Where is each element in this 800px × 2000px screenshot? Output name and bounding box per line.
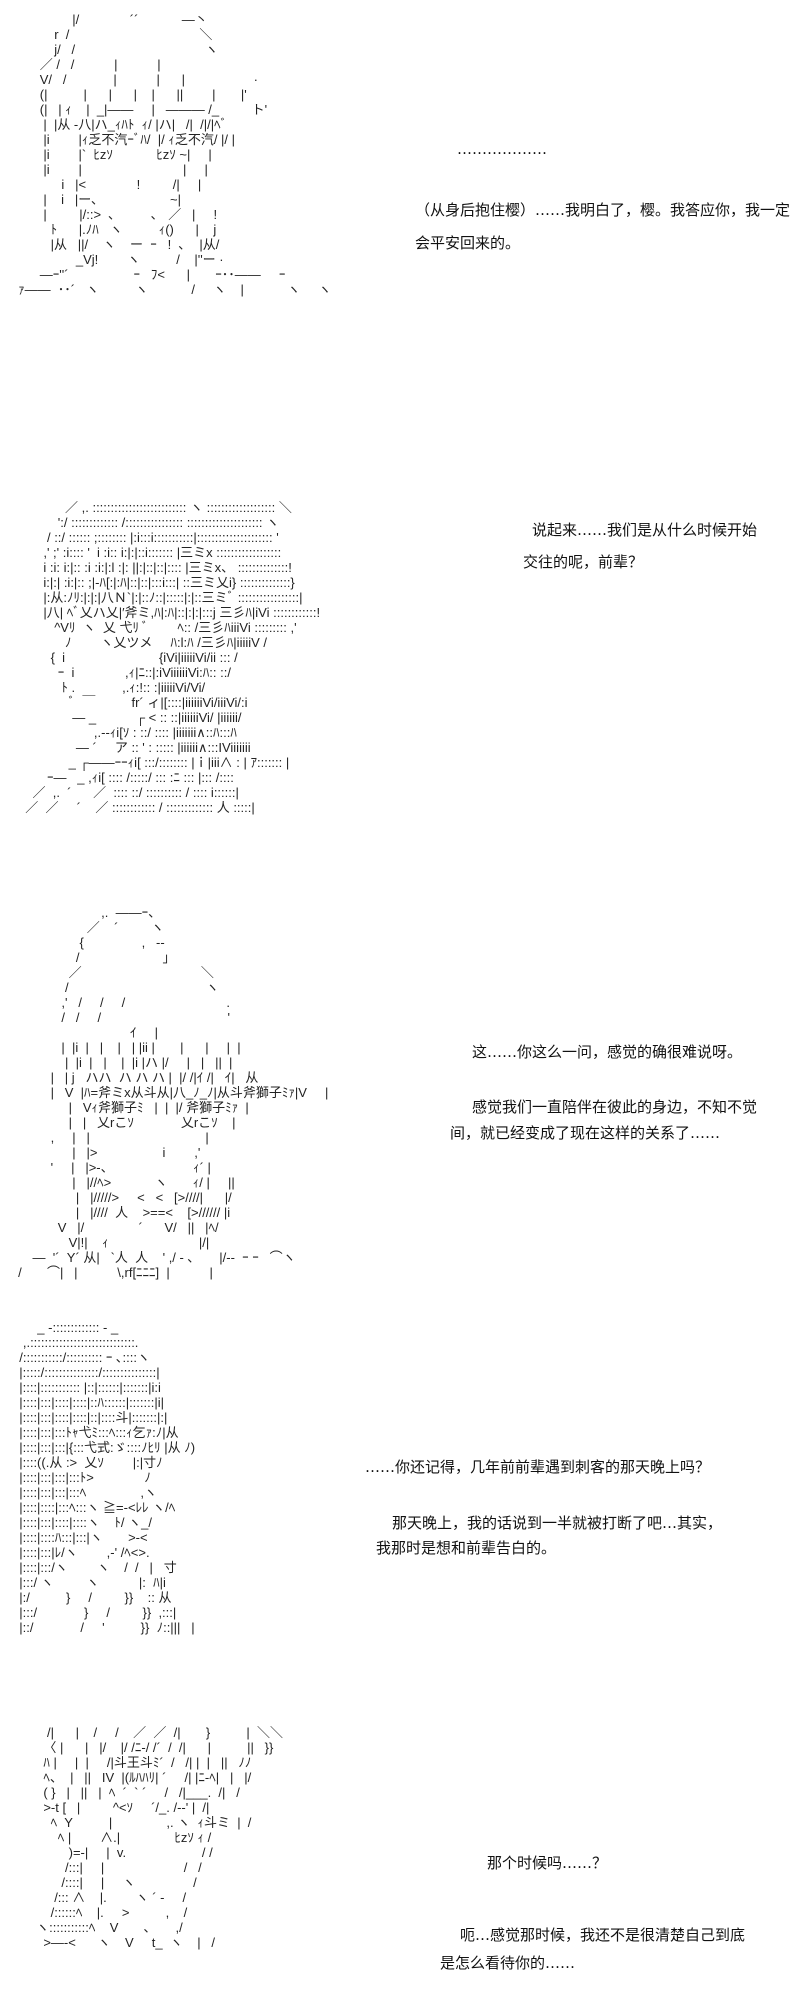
dialogue-line: 间，就已经变成了现在这样的关系了…… <box>450 1124 721 1142</box>
dialogue-line: ……你还记得，几年前前辈遇到刺客的那天晚上吗？ <box>365 1458 711 1476</box>
dialogue-line: 我那时是想和前辈告白的。 <box>376 1539 557 1557</box>
ascii-art-illustration: /| | / / ／ ／ /| } | ＼＼ 〈 | | |/ |/ /ﾆ-/ … <box>36 1725 283 1950</box>
dialogue-line: 呃…感觉那时候，我还不是很清楚自己到底 <box>460 1926 746 1944</box>
dialogue-line: 是怎么看待你的…… <box>440 1954 576 1972</box>
dialogue-line: 感觉我们一直陪伴在彼此的身边，不知不觉 <box>472 1098 758 1116</box>
ascii-art-illustration: |/ ´´ ―丶 r / ＼ j/ / ヽ ／ / / | | <box>18 12 332 297</box>
ascii-art-illustration: ,. ――ｰ、 ／ ´ ヽ { , -‐ / 」 ／ ＼ <box>18 905 329 1280</box>
ascii-art-illustration: ／ ,. :::::::::::::::::::::::::: ヽ ::::::… <box>25 500 321 815</box>
dialogue-line: 那个时候吗……？ <box>487 1854 608 1872</box>
dialogue-line: 说起来……我们是从什么时候开始 <box>532 521 758 539</box>
dialogue-line: （从身后抱住樱）……我明白了，樱。我答应你，我一定 <box>415 201 791 219</box>
dialogue-line: 交往的呢，前辈？ <box>523 553 644 571</box>
dialogue-line: ……………… <box>457 140 547 158</box>
ascii-art-illustration: _ -::::::::::::: - _ ,.:::::::::::::::::… <box>19 1320 196 1635</box>
dialogue-line: 这……你这么一问，感觉的确很难说呀。 <box>472 1043 743 1061</box>
dialogue-line: 那天晚上，我的话说到一半就被打断了吧…其实， <box>392 1514 723 1532</box>
dialogue-line: 会平安回来的。 <box>415 234 521 252</box>
